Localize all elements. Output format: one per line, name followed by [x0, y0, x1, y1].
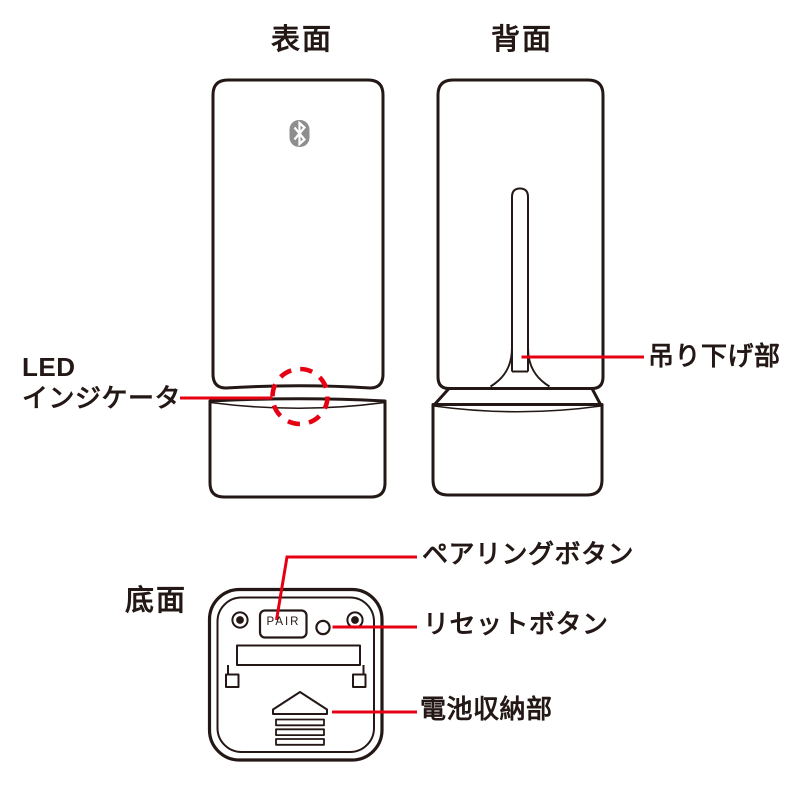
- pairing-callout-line: [275, 555, 417, 621]
- led-indicator-label-line2: インジケータ: [22, 383, 182, 413]
- bluetooth-icon: [289, 120, 310, 147]
- back-neck-right: [590, 387, 602, 406]
- led-position-circle: [270, 366, 330, 427]
- front-view-drawing: [180, 78, 387, 499]
- front-base-top-curve: [210, 401, 385, 410]
- led-indicator-label: LED インジケータ: [22, 352, 181, 414]
- battery-lid: [225, 644, 367, 688]
- bottom-view-title: 底面: [124, 585, 187, 617]
- back-view-title: 背面: [490, 24, 553, 56]
- front-view-title: 表面: [270, 24, 333, 56]
- pairing-button-label: ペアリングボタン: [422, 539, 635, 569]
- pair-button-text: PAIR: [266, 616, 301, 628]
- screw-left: [231, 611, 249, 629]
- back-device-base: [431, 403, 604, 497]
- back-view-drawing: [431, 78, 644, 497]
- reset-hole: [315, 619, 331, 636]
- pair-button: [258, 609, 308, 639]
- bottom-view-drawing: [207, 555, 417, 762]
- hanging-slot: [489, 187, 551, 388]
- screw-right: [346, 611, 364, 629]
- front-device-body: [211, 78, 385, 390]
- bottom-outer-shell: [207, 587, 384, 762]
- led-indicator-label-line1: LED: [22, 352, 76, 382]
- battery-compartment-label: 電池収納部: [420, 694, 553, 724]
- reset-button-label: リセットボタン: [423, 609, 609, 639]
- back-neck-left: [433, 387, 451, 406]
- hanging-part-label: 吊り下げ部: [648, 341, 781, 371]
- eject-arrow-icon: [272, 691, 328, 746]
- back-device-body: [436, 78, 605, 390]
- front-device-base: [208, 397, 387, 499]
- back-base-top-curve: [433, 405, 602, 413]
- bottom-face: [216, 596, 375, 753]
